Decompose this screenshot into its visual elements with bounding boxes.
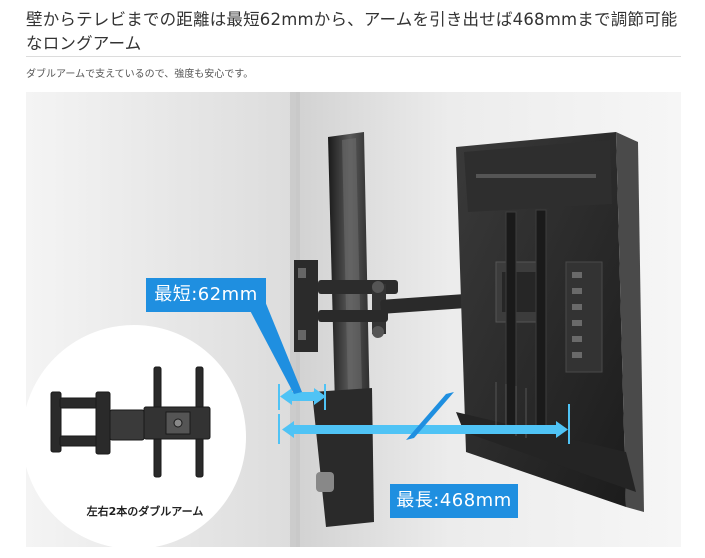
arrow-long — [278, 404, 570, 444]
label-max-distance: 最長:468mm — [390, 484, 518, 518]
inset-caption: 左右2本のダブルアーム — [86, 505, 204, 518]
product-photo: 最短:62mm 最長:468mm 左右2本のダブルアーム — [26, 92, 681, 547]
photo-caption: ダブルアームで支えているので、強度も安心です。 — [26, 69, 254, 80]
wall-plate — [294, 260, 318, 352]
photo-illustration — [26, 92, 681, 547]
arrow-short — [278, 384, 326, 410]
label-min-distance: 最短:62mm — [146, 278, 266, 312]
tv-side-view — [312, 132, 374, 527]
inset-mount-illustration — [50, 366, 211, 478]
long-callout-pointer — [406, 392, 454, 440]
page-headline: 壁からテレビまでの距離は最短62mmから、アームを引き出せば468mmまで調節可… — [26, 10, 678, 53]
extended-arms — [318, 280, 491, 338]
divider — [26, 56, 681, 57]
tv-back — [456, 132, 644, 512]
